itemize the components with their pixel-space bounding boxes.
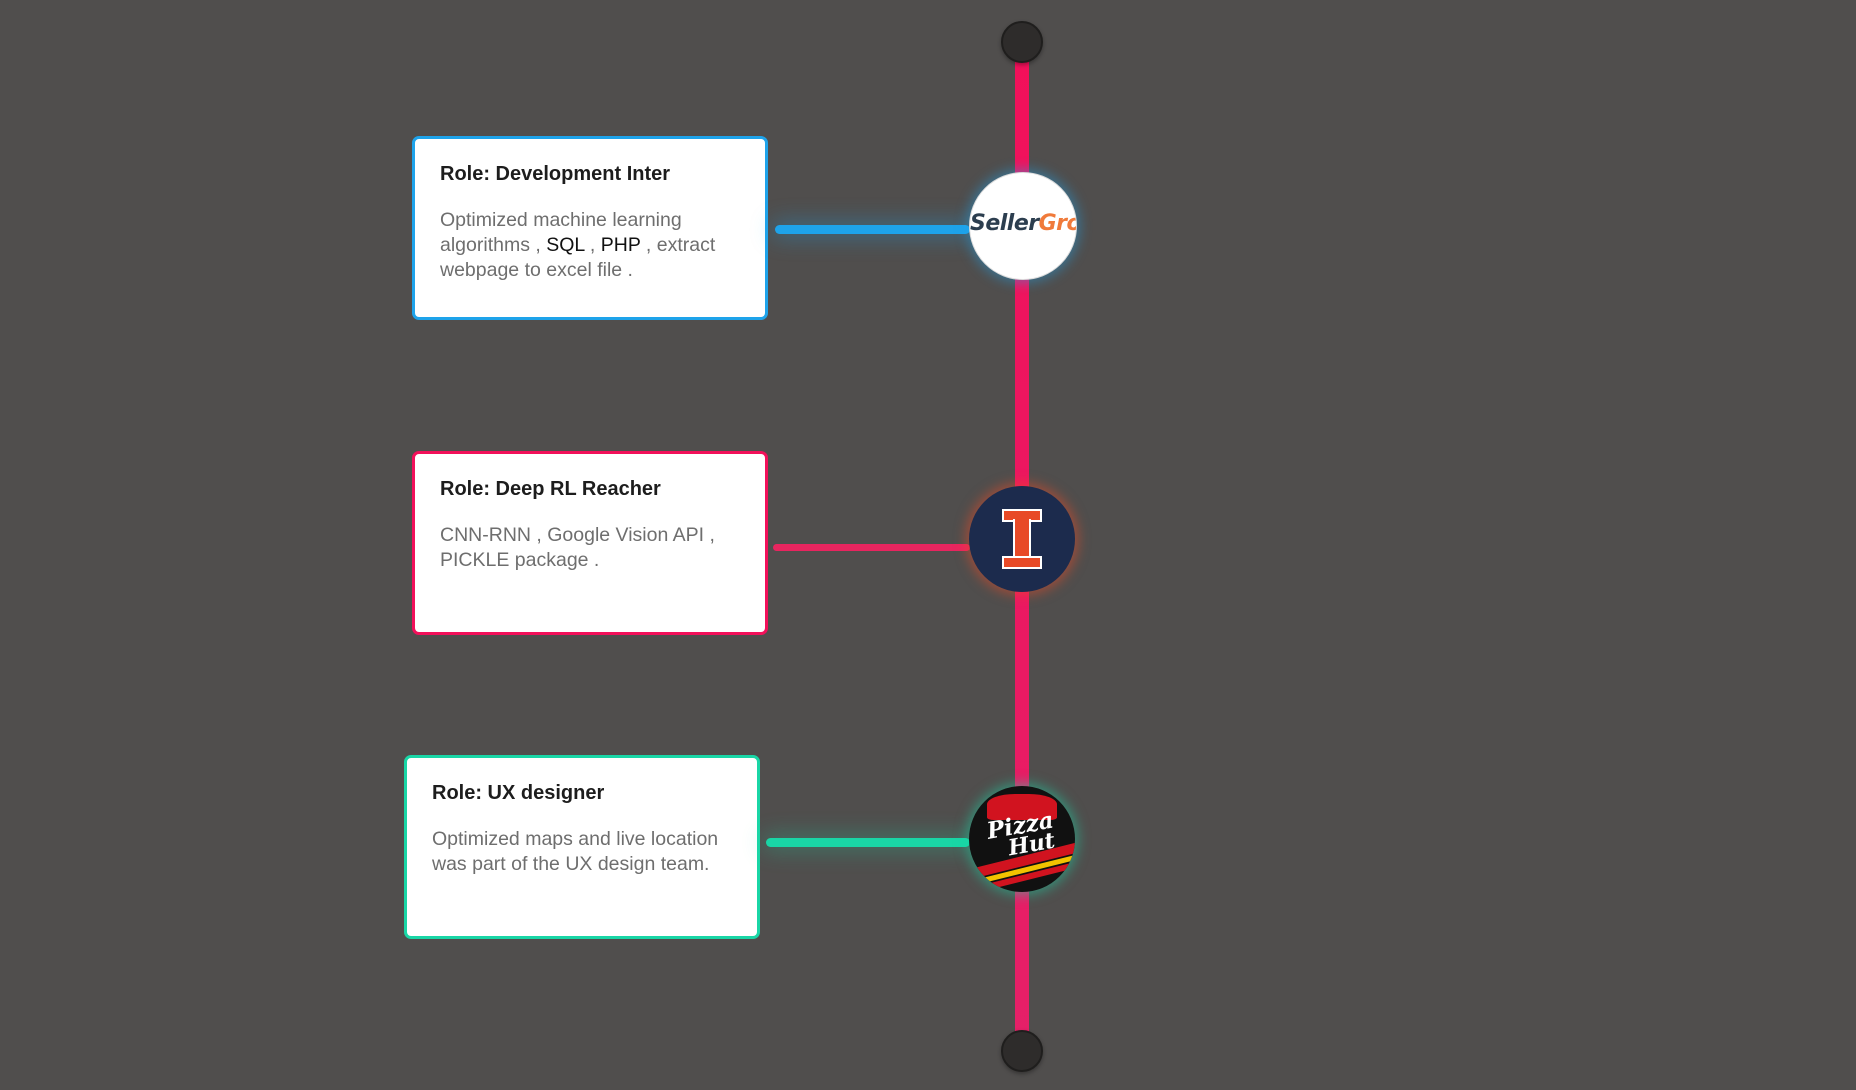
role-title: Role: UX designer [432, 782, 605, 804]
timeline-card-development-intern[interactable]: Role: Development Inter Optimized machin… [412, 136, 768, 320]
role-title: Role: Deep RL Reacher [440, 478, 661, 500]
timeline-end-dot [1001, 1030, 1043, 1072]
tech-sql: SQL [546, 234, 585, 256]
pizza-hut-logo[interactable]: Pizza Hut [969, 786, 1075, 892]
connector-line [775, 225, 970, 234]
role-description: Optimized machine learning algorithms , … [440, 209, 716, 281]
role-description: Optimized maps and live location was par… [432, 828, 719, 875]
connector-line [766, 838, 970, 847]
timeline-card-deep-rl-reacher[interactable]: Role: Deep RL Reacher CNN-RNN , Google V… [412, 451, 768, 635]
timeline-card-ux-designer[interactable]: Role: UX designer Optimized maps and liv… [404, 755, 760, 939]
tech-php: PHP [600, 234, 641, 256]
connector-line [773, 544, 970, 551]
role-title: Role: Development Inter [440, 163, 671, 185]
sellergro-logo[interactable]: SellerGro [969, 172, 1077, 280]
timeline-start-dot [1001, 21, 1043, 63]
illinois-logo[interactable]: I [969, 486, 1075, 592]
role-description: CNN-RNN , Google Vision API , PICKLE pac… [440, 524, 715, 571]
